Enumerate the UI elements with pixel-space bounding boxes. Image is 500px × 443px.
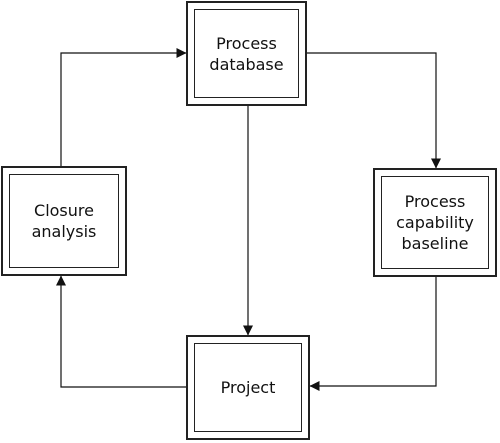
node-closure-analysis-label: Closure analysis [31, 201, 97, 241]
node-process-database: Process database [186, 1, 307, 106]
edge-baseline-to-project [309, 277, 437, 391]
node-process-capability-baseline-label: Process capability baseline [396, 192, 474, 253]
node-project: Project [186, 335, 310, 440]
edge-database-to-baseline [307, 52, 441, 169]
edge-project-to-closure [56, 275, 186, 388]
node-project-label: Project [220, 378, 276, 397]
node-process-capability-baseline: Process capability baseline [373, 168, 497, 277]
node-closure-analysis: Closure analysis [1, 166, 127, 276]
edge-closure-to-database [60, 48, 187, 166]
node-process-database-label: Process database [209, 33, 284, 74]
